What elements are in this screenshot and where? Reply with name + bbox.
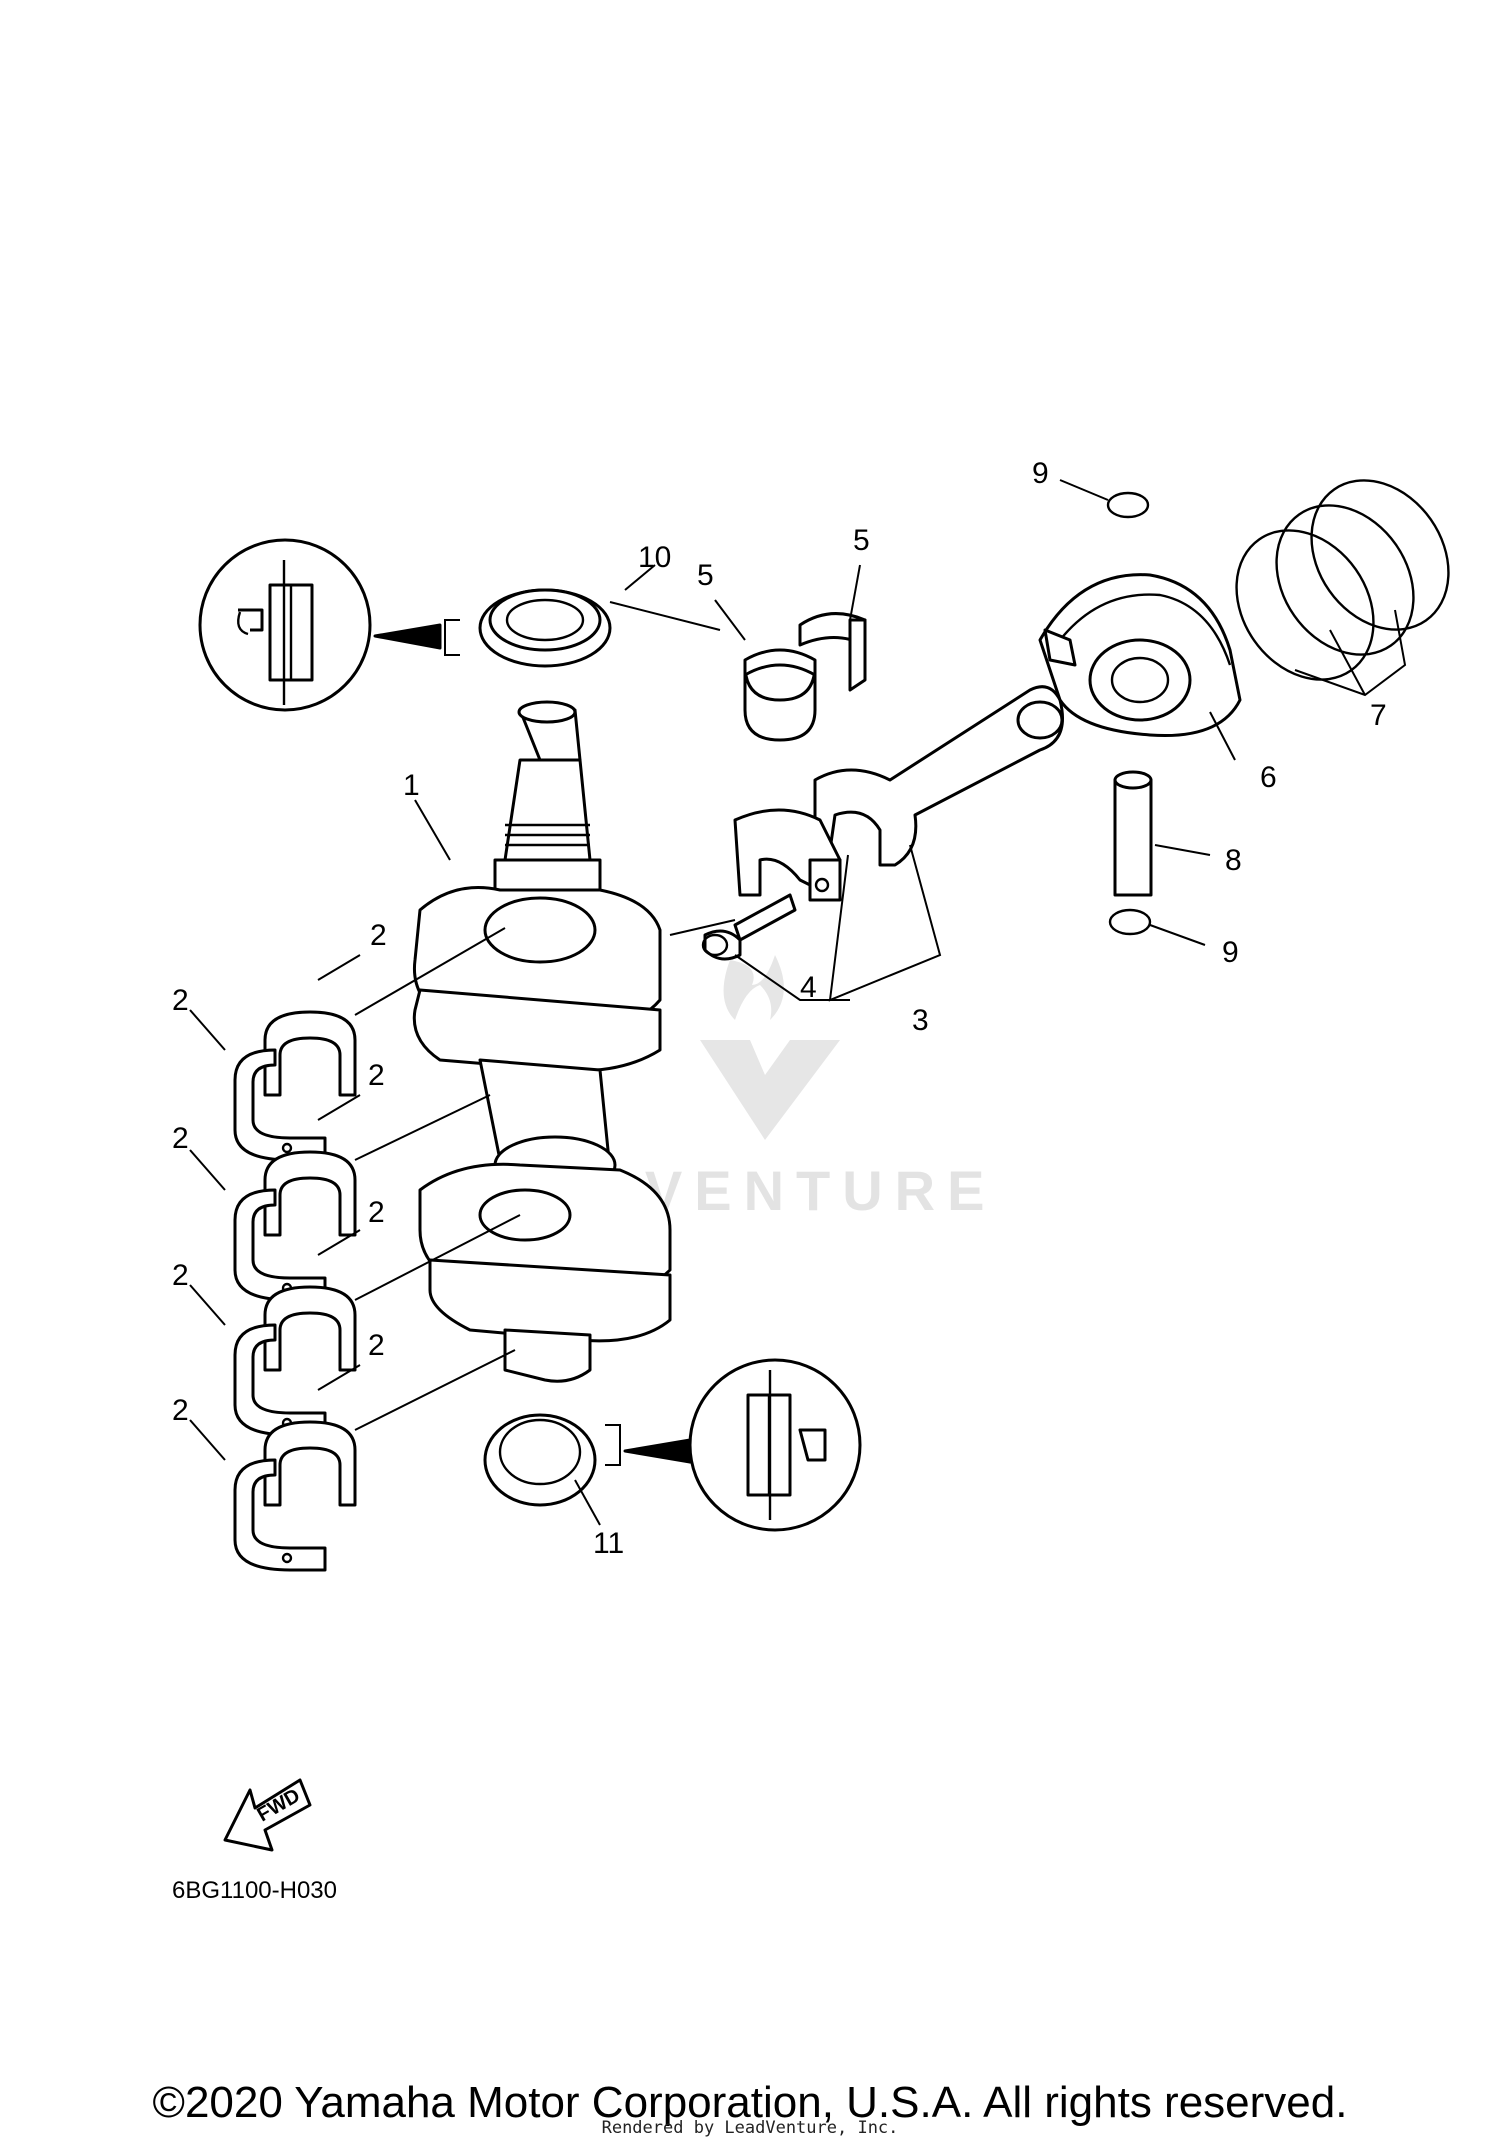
callout-labels: 1 2 2 2 2 2 2 2 2 3 4 5 5 6 7 8 9 9 10 1… <box>172 457 1387 1560</box>
piston-pin <box>1113 770 1153 897</box>
conrod-bearing-5a <box>743 648 817 742</box>
crankshaft <box>412 700 672 1383</box>
callout-2: 2 <box>368 1329 385 1362</box>
callout-2: 2 <box>172 1259 189 1292</box>
callout-6: 6 <box>1260 761 1277 794</box>
connecting-rod <box>733 685 1064 902</box>
piston-rings <box>1235 479 1450 681</box>
callout-1: 1 <box>403 769 420 802</box>
callout-3: 3 <box>912 1004 929 1037</box>
callout-5: 5 <box>853 524 870 557</box>
callout-4: 4 <box>800 971 817 1004</box>
rendered-by-credit: Rendered by LeadVenture, Inc. <box>601 2118 899 2138</box>
conrod-bolt <box>701 893 797 961</box>
callout-7: 7 <box>1370 699 1387 732</box>
callout-11: 11 <box>593 1527 624 1560</box>
copyright-notice: ©2020 Yamaha Motor Corporation, U.S.A. A… <box>152 2078 1348 2127</box>
callout-2: 2 <box>172 1394 189 1427</box>
main-bearing-set-1 <box>233 1010 357 1162</box>
oil-seal-lower <box>483 1413 597 1507</box>
piston <box>1038 573 1242 738</box>
leader-lines <box>189 479 1407 1526</box>
piston-pin-clip-lower <box>1108 908 1152 936</box>
callout-2: 2 <box>368 1196 385 1229</box>
detail-view-upper-seal <box>198 538 460 712</box>
callout-2: 2 <box>370 919 387 952</box>
main-bearing-set-2 <box>233 1150 357 1302</box>
forward-direction-icon: FWD <box>223 1778 312 1852</box>
callout-9: 9 <box>1222 936 1239 969</box>
main-bearing-set-4 <box>233 1420 357 1572</box>
callout-8: 8 <box>1225 844 1242 877</box>
callout-2: 2 <box>172 1122 189 1155</box>
callout-9: 9 <box>1032 457 1049 490</box>
detail-view-lower-seal <box>605 1358 862 1532</box>
main-bearing-set-3 <box>233 1285 357 1437</box>
callout-2: 2 <box>368 1059 385 1092</box>
piston-pin-clip-upper <box>1106 491 1150 519</box>
drawing-code: 6BG1100-H030 <box>172 1877 337 1904</box>
callout-10: 10 <box>638 541 671 574</box>
oil-seal-upper <box>478 588 612 668</box>
callout-5: 5 <box>697 559 714 592</box>
callout-2: 2 <box>172 984 189 1017</box>
conrod-bearing-5b <box>798 612 867 692</box>
